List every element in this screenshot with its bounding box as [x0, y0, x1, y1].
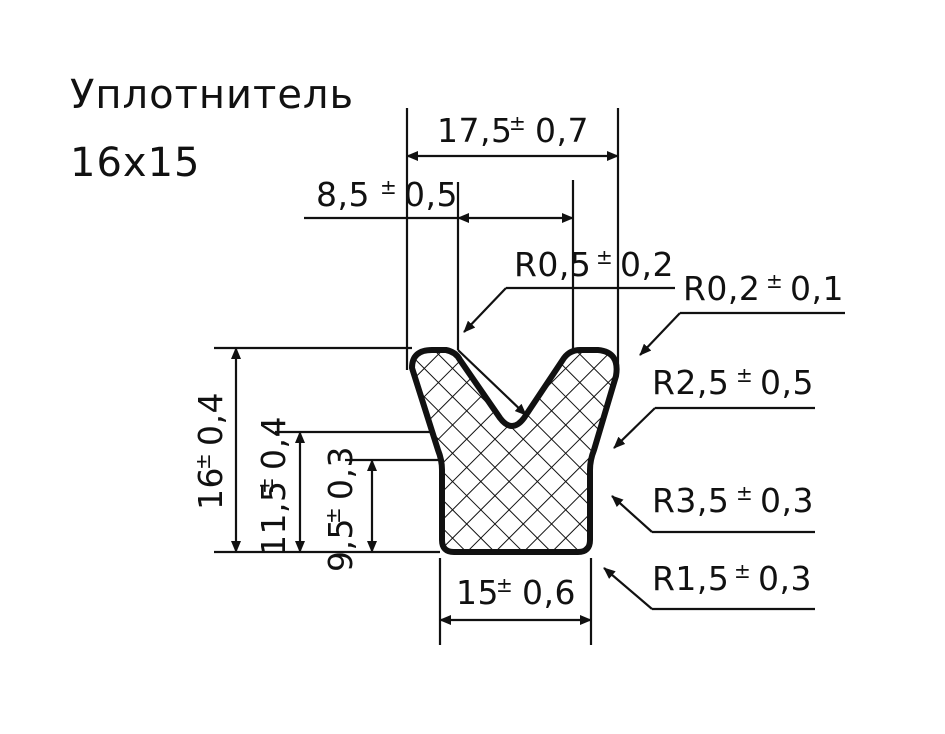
radius-base-corner: R1,5 ± 0,3 [603, 559, 815, 611]
groove-depth-tolerance: 0,4 [254, 416, 293, 470]
bottom-width-nominal: 15 [456, 573, 499, 612]
dimension-groove-width: 8,5 ± 0,5 [304, 175, 574, 223]
radius-groove-edge-tol-sign: ± [596, 245, 613, 269]
title-line-1: Уплотнитель [70, 72, 354, 118]
title-block: Уплотнитель 16х15 [70, 72, 354, 186]
radius-groove-edge: R0,5 ± 0,2 [463, 245, 675, 333]
groove-width-nominal: 8,5 [316, 175, 370, 214]
total-height-nominal: 16 [191, 467, 230, 510]
base-height-nominal: 9,5 [321, 518, 360, 572]
radius-groove-edge-tolerance: 0,2 [620, 245, 674, 284]
radius-base-corner-tol-sign: ± [734, 559, 751, 583]
radius-shoulder-tol-sign: ± [736, 481, 753, 505]
radius-top-corner-tol-sign: ± [766, 269, 783, 293]
base-height-tol-sign: ± [321, 507, 345, 524]
top-width-nominal: 17,5 [437, 111, 512, 150]
dimension-total-height: 16 ± 0,4 [191, 347, 241, 553]
dimension-groove-depth-height: 11,5 ± 0,4 [254, 416, 305, 556]
radius-top-corner: R0,2 ± 0,1 [639, 269, 845, 356]
radius-base-corner-label: R1,5 [652, 559, 729, 598]
radius-groove-edge-label: R0,5 [514, 245, 591, 284]
radius-shoulder: R3,5 ± 0,3 [611, 481, 815, 534]
top-width-tol-sign: ± [509, 111, 526, 135]
groove-depth-nominal: 11,5 [254, 481, 293, 556]
bottom-width-tol-sign: ± [496, 573, 513, 597]
radius-shoulder-label: R3,5 [652, 481, 729, 520]
radius-groove-bottom: R2,5 ± 0,5 [457, 349, 815, 449]
seal-cross-section [409, 347, 620, 555]
base-height-tolerance: 0,3 [321, 446, 360, 500]
top-width-tolerance: 0,7 [535, 111, 589, 150]
total-height-tol-sign: ± [191, 453, 215, 470]
dimension-bottom-width: 15 ± 0,6 [439, 573, 592, 625]
dimension-top-width: 17,5 ± 0,7 [406, 111, 619, 161]
radius-base-corner-tolerance: 0,3 [758, 559, 812, 598]
title-line-2: 16х15 [70, 140, 200, 186]
radius-top-corner-tolerance: 0,1 [790, 269, 844, 308]
bottom-width-tolerance: 0,6 [522, 573, 576, 612]
groove-depth-tol-sign: ± [254, 477, 278, 494]
groove-width-tolerance: 0,5 [404, 175, 458, 214]
radius-groove-bottom-tol-sign: ± [736, 363, 753, 387]
total-height-tolerance: 0,4 [191, 392, 230, 446]
dimension-base-height: 9,5 ± 0,3 [321, 446, 377, 572]
radius-groove-bottom-tolerance: 0,5 [760, 363, 814, 402]
radius-groove-bottom-label: R2,5 [652, 363, 729, 402]
radius-shoulder-tolerance: 0,3 [760, 481, 814, 520]
groove-width-tol-sign: ± [380, 175, 397, 199]
radius-top-corner-label: R0,2 [683, 269, 760, 308]
